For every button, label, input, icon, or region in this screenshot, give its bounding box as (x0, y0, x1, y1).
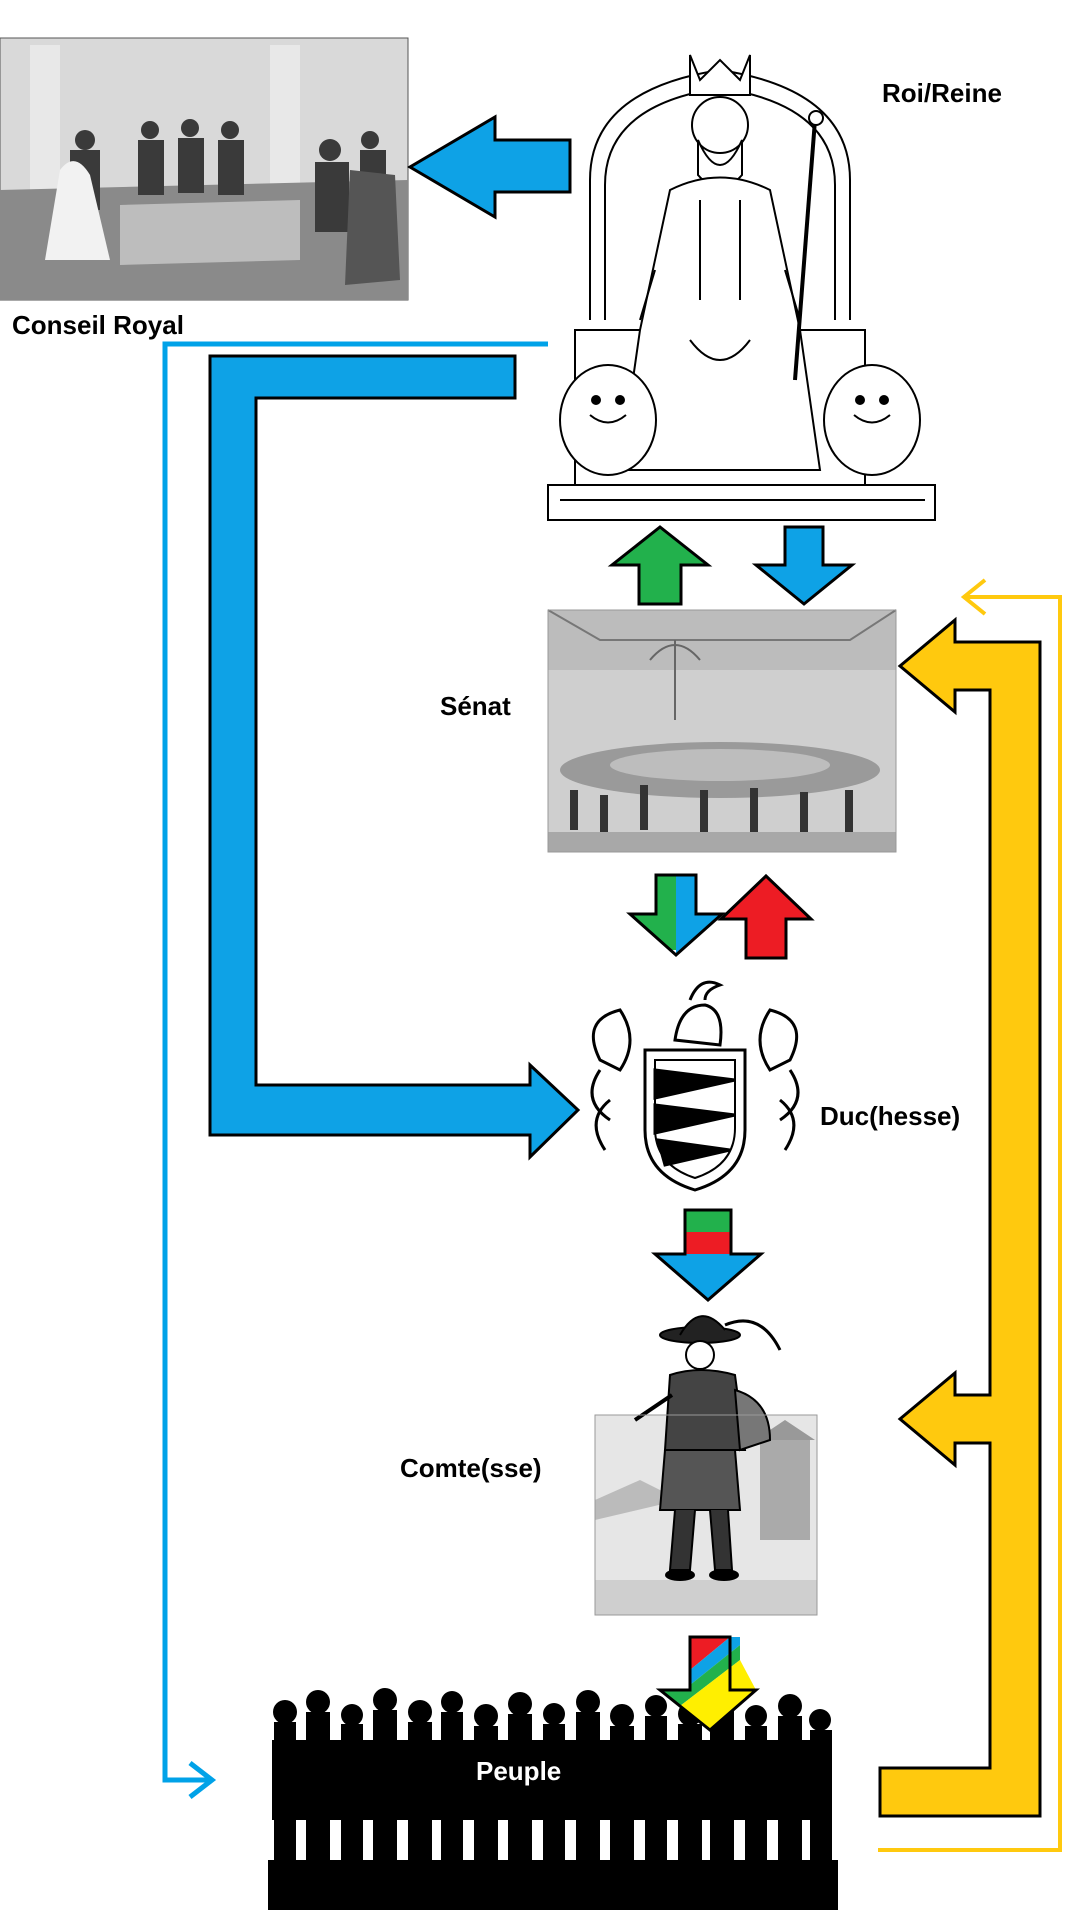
label-peuple: Peuple (476, 1756, 561, 1786)
thin-line-roi-to-peuple (162, 341, 548, 1799)
arrow-senat-to-roi-green (607, 525, 713, 606)
label-senat: Sénat (440, 691, 511, 721)
senat-image (547, 609, 897, 853)
duc-coat-of-arms-image (590, 980, 800, 1192)
peuple-crowd-image (268, 1688, 838, 1910)
label-duc-hesse: Duc(hesse) (820, 1101, 960, 1131)
label-comte-sse: Comte(sse) (400, 1453, 542, 1483)
label-conseil-royal: Conseil Royal (12, 310, 184, 340)
thin-line-peuple-to-senat (878, 578, 1062, 1852)
arrow-duc-to-senat-red (717, 873, 815, 960)
arrow-senat-to-duc-green-blue (626, 873, 726, 958)
arrow-duc-to-comte-green-red-blue (650, 1208, 766, 1302)
arrow-comte-to-peuple-multicolor (655, 1635, 761, 1732)
arrow-roi-to-conseil (407, 114, 572, 220)
arrow-roi-to-duc-bracket (208, 354, 581, 1161)
arrow-peuple-to-senat-comte-yellow (878, 616, 1042, 1818)
conseil-royal-image (0, 37, 409, 301)
arrow-roi-to-senat-blue (751, 525, 857, 606)
king-throne-image (547, 54, 936, 521)
comte-image (594, 1315, 818, 1616)
label-roi-reine: Roi/Reine (882, 78, 1002, 108)
